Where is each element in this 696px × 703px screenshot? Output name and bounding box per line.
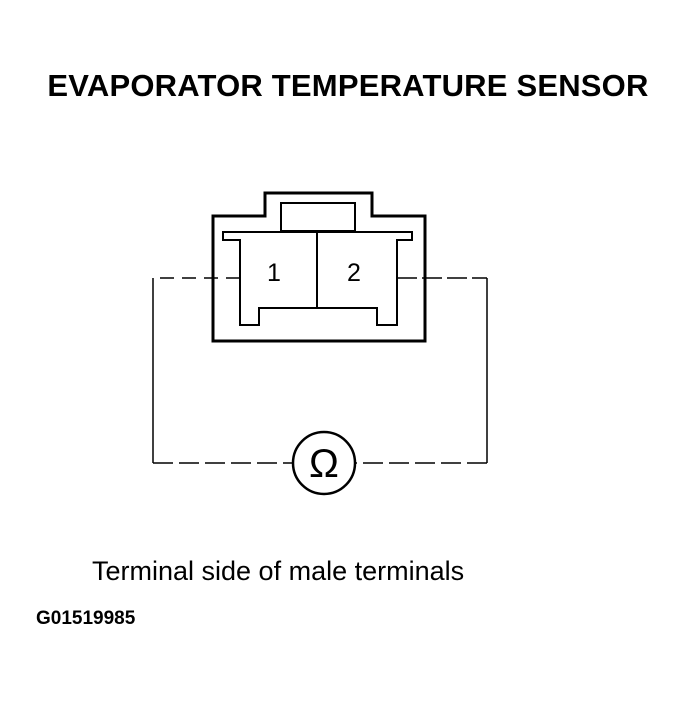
diagram-title: EVAPORATOR TEMPERATURE SENSOR <box>47 68 649 103</box>
figure-id: G01519985 <box>36 608 136 629</box>
connector-cavity <box>222 231 413 326</box>
terminal-2-label: 2 <box>347 259 361 287</box>
ohmmeter-icon: Ω <box>291 430 357 496</box>
right-probe-wire <box>355 277 488 464</box>
left-probe-wire <box>152 277 293 464</box>
diagram-caption: Terminal side of male terminals <box>92 556 465 586</box>
connector-latch <box>280 202 356 232</box>
ohm-symbol: Ω <box>309 442 339 486</box>
connector-housing <box>211 191 427 343</box>
terminal-1-label: 1 <box>267 259 281 287</box>
